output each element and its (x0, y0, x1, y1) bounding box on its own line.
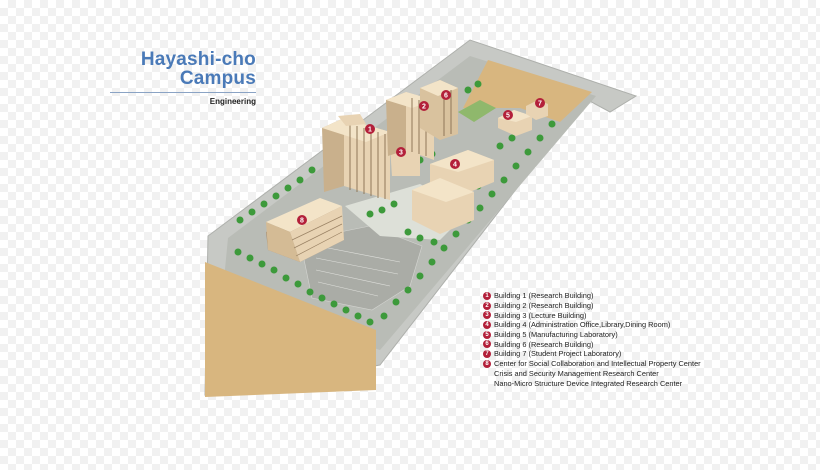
svg-text:8: 8 (300, 218, 304, 225)
legend-label-7: Building 7 (Student Project Laboratory) (494, 349, 622, 359)
legend-marker-8: 8 (483, 359, 491, 368)
legend-marker-5: 5 (483, 330, 491, 339)
campus-title-block: Hayashi-cho Campus Engineering (110, 50, 256, 106)
legend-marker-3: 3 (483, 311, 491, 320)
legend-item-building-5: 5 Building 5 (Manufacturing Laboratory) (483, 330, 813, 340)
marker-1[interactable]: 1 (365, 124, 375, 134)
legend-item-building-1: 1 Building 1 (Research Building) (483, 291, 813, 301)
marker-3[interactable]: 3 (396, 147, 406, 157)
title-divider (110, 92, 256, 93)
svg-text:3: 3 (399, 150, 403, 157)
marker-4[interactable]: 4 (450, 159, 460, 169)
campus-title-line2: Campus (179, 68, 256, 89)
legend-label-5: Building 5 (Manufacturing Laboratory) (494, 330, 618, 340)
legend-label-6: Building 6 (Research Building) (494, 339, 594, 349)
legend-label-2: Building 2 (Research Building) (494, 301, 594, 311)
legend-item-building-7: 7 Building 7 (Student Project Laboratory… (483, 349, 813, 359)
upper-field (463, 60, 592, 122)
marker-5[interactable]: 5 (503, 110, 513, 120)
legend-marker-6: 6 (483, 340, 491, 349)
legend-item-building-2: 2 Building 2 (Research Building) (483, 301, 813, 311)
legend-item-building-8-line3: Nano-Micro Structure Device Integrated R… (483, 378, 813, 388)
marker-2[interactable]: 2 (419, 101, 429, 111)
svg-text:7: 7 (538, 101, 542, 108)
svg-text:6: 6 (444, 93, 448, 100)
legend-label-3: Building 3 (Lecture Building) (494, 310, 587, 320)
building-4[interactable] (412, 150, 494, 234)
legend-label-8-line3: Nano-Micro Structure Device Integrated R… (494, 378, 683, 388)
legend-item-building-8-line2: Crisis and Security Management Research … (483, 369, 813, 379)
legend-item-building-8: 8 Center for Social Collaboration and In… (483, 359, 813, 369)
campus-subtitle: Engineering (209, 97, 256, 106)
legend-marker-7: 7 (483, 349, 491, 358)
legend-item-building-4: 4 Building 4 (Administration Office,Libr… (483, 320, 813, 330)
sports-field (458, 100, 496, 122)
legend-label-1: Building 1 (Research Building) (494, 291, 594, 301)
campus-title-line1: Hayashi-cho (140, 49, 256, 70)
marker-8[interactable]: 8 (297, 215, 307, 225)
svg-text:1: 1 (368, 127, 372, 134)
legend-label-4: Building 4 (Administration Office,Librar… (494, 320, 671, 330)
building-legend: 1 Building 1 (Research Building) 2 Build… (483, 291, 813, 388)
legend-item-building-6: 6 Building 6 (Research Building) (483, 339, 813, 349)
building-8[interactable] (266, 198, 344, 262)
left-field (205, 262, 376, 397)
marker-6[interactable]: 6 (441, 90, 451, 100)
legend-label-8-line2: Crisis and Security Management Research … (494, 368, 659, 378)
marker-7[interactable]: 7 (535, 98, 545, 108)
svg-text:2: 2 (422, 104, 426, 111)
building-1[interactable] (322, 114, 390, 200)
legend-marker-2: 2 (483, 301, 491, 310)
svg-text:4: 4 (453, 162, 457, 169)
parking-stripes (315, 245, 401, 297)
legend-item-building-3: 3 Building 3 (Lecture Building) (483, 310, 813, 320)
legend-marker-1: 1 (483, 291, 491, 300)
svg-text:5: 5 (506, 113, 510, 120)
legend-label-8: Center for Social Collaboration and Inte… (494, 359, 701, 369)
legend-marker-4: 4 (483, 320, 491, 329)
